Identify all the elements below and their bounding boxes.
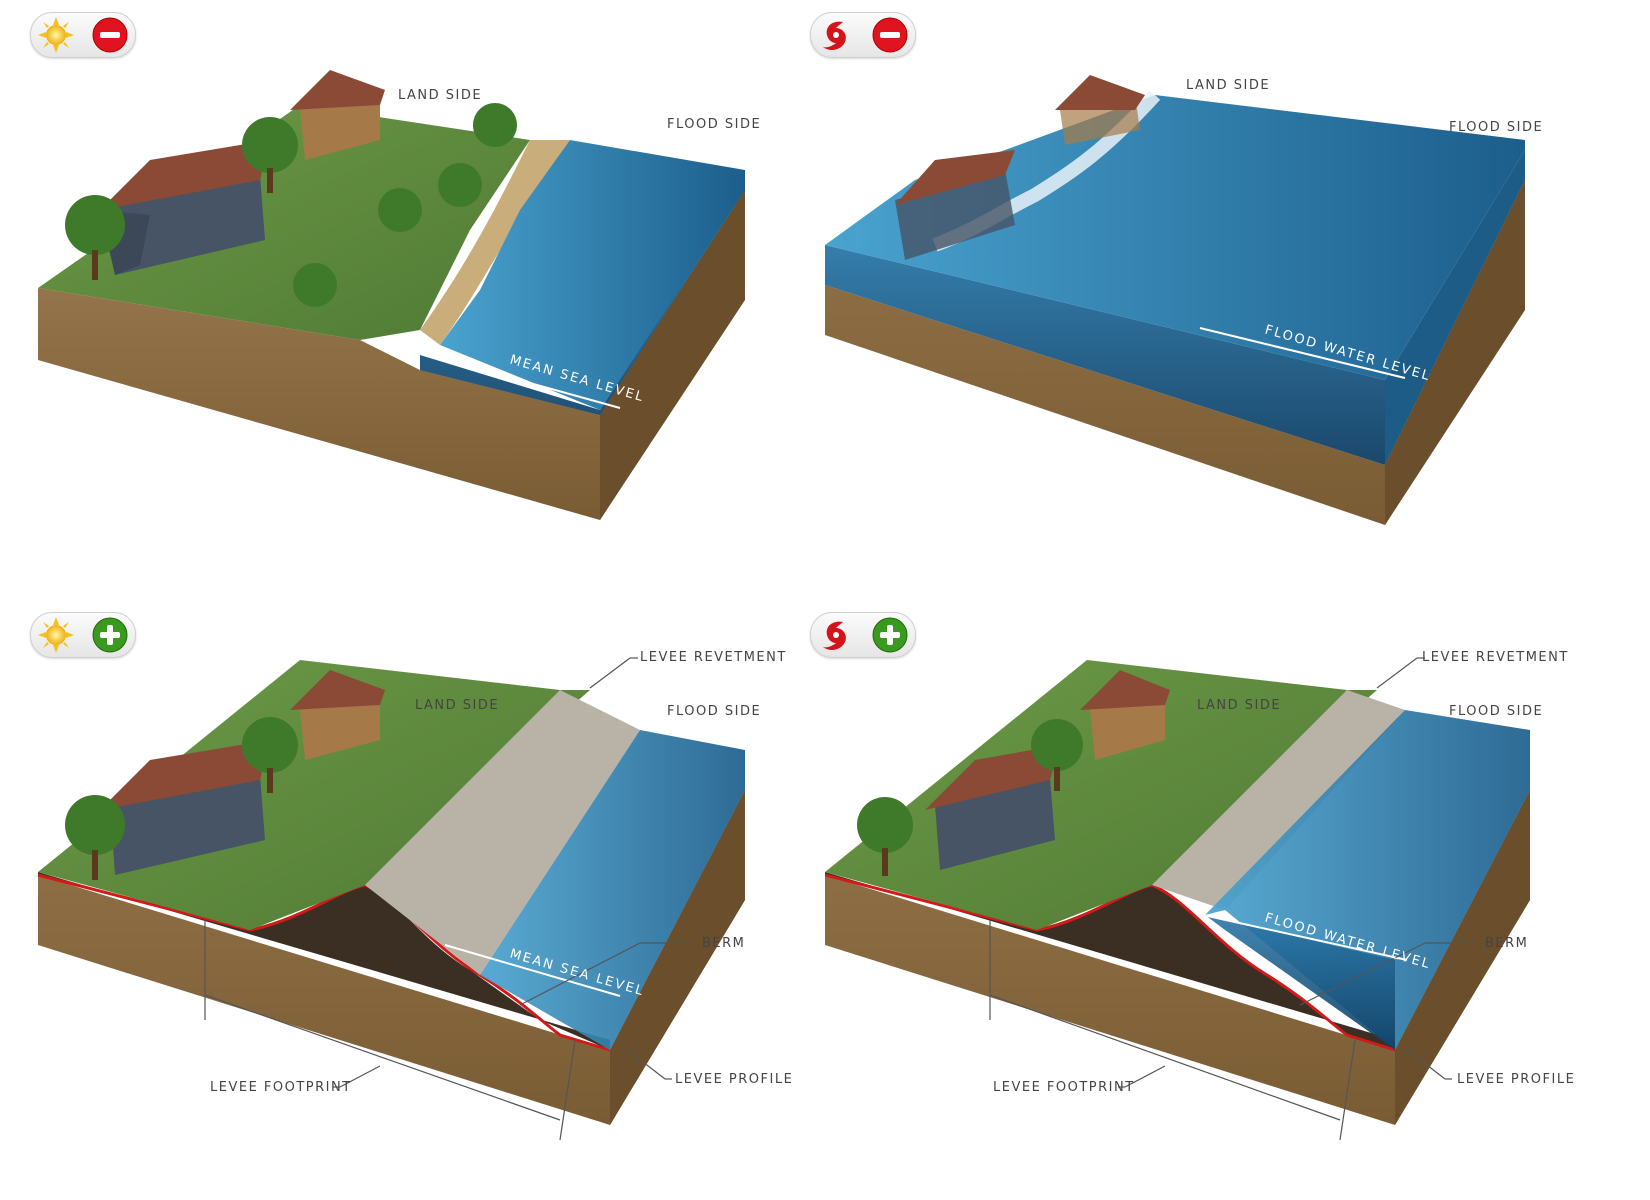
levee-revetment-slope (365, 690, 640, 975)
scenario-badge (810, 612, 916, 658)
soil-front-face (38, 288, 600, 520)
house (1080, 670, 1170, 760)
beach-strip (420, 140, 570, 345)
tree (65, 795, 125, 880)
tree (438, 163, 482, 207)
sun-icon (38, 617, 74, 653)
levee-footprint-label: LEVEE FOOTPRINT (210, 1080, 352, 1095)
land-side-label: LAND SIDE (1186, 78, 1271, 93)
plus-icon (872, 617, 908, 653)
tree (293, 263, 337, 307)
soil-front-face (38, 790, 745, 1125)
scenario-badge (30, 12, 136, 58)
soil-side-face (600, 190, 745, 520)
house (1055, 75, 1145, 145)
water-front-face (1205, 915, 1395, 1050)
soil-front-face (825, 790, 1530, 1125)
sea-level-line (444, 944, 621, 997)
panel-sunny-with-levee: LEVEE REVETMENT LAND SIDE FLOOD SIDE BER… (0, 600, 825, 1200)
water-surface (480, 730, 745, 1050)
soil-side-face (1395, 790, 1530, 1125)
water-side-face (1385, 150, 1525, 465)
flood-side-label: FLOOD SIDE (1449, 120, 1544, 135)
scene-sunny-with-levee (37, 657, 745, 1141)
scene-storm-no-levee (825, 75, 1525, 525)
land-side-label: LAND SIDE (1197, 698, 1282, 713)
tree (473, 103, 517, 147)
sun-icon (38, 17, 74, 53)
callout-lines (204, 657, 690, 1141)
scene-storm-with-levee (825, 657, 1530, 1141)
berm-label: BERM (702, 936, 746, 951)
panel-storm-no-levee: LAND SIDE FLOOD SIDE FLOOD WATER LEVEL (810, 0, 1650, 600)
hurricane-icon (823, 621, 846, 650)
levee-revetment-label: LEVEE REVETMENT (1422, 650, 1569, 665)
land-side-label: LAND SIDE (415, 698, 500, 713)
land-side-label: LAND SIDE (398, 88, 483, 103)
sea-level-line (417, 351, 621, 409)
plus-icon (92, 617, 128, 653)
tree (857, 797, 913, 876)
soil-side-face (1385, 180, 1525, 525)
grass-surface (38, 660, 590, 930)
levee-footprint-label: LEVEE FOOTPRINT (993, 1080, 1135, 1095)
house (290, 670, 385, 760)
flood-side-label: FLOOD SIDE (667, 704, 762, 719)
scene-sunny-no-levee (38, 70, 745, 520)
water-front-face (825, 245, 1385, 465)
scenario-badge (30, 612, 136, 658)
scenario-badge (810, 12, 916, 58)
grass-surface (38, 105, 530, 340)
house (100, 740, 270, 875)
panel-sunny-no-levee: LAND SIDE FLOOD SIDE MEAN SEA LEVEL (0, 0, 825, 600)
callout-lines (989, 657, 1475, 1141)
tree (242, 117, 298, 193)
house (100, 140, 270, 275)
house (290, 70, 385, 160)
soil-front-face (825, 180, 1525, 525)
panel-storm-with-levee: LEVEE REVETMENT LAND SIDE FLOOD SIDE BER… (810, 600, 1650, 1200)
flood-level-line (1202, 914, 1408, 961)
flood-level-line (1199, 327, 1406, 379)
tree (1031, 719, 1083, 791)
levee-revetment-slope (1152, 690, 1405, 910)
levee-profile-label: LEVEE PROFILE (1457, 1072, 1576, 1087)
water-surface (440, 140, 745, 410)
tree (242, 717, 298, 793)
berm-label: BERM (1485, 936, 1529, 951)
house (895, 150, 1015, 260)
flood-side-label: FLOOD SIDE (667, 117, 762, 132)
levee-core (825, 872, 1395, 1050)
minus-icon (872, 17, 908, 53)
tree (378, 188, 422, 232)
flood-side-label: FLOOD SIDE (1449, 704, 1544, 719)
levee-profile-line (825, 873, 1396, 1052)
hurricane-icon (823, 21, 846, 50)
tree (65, 195, 125, 280)
levee-revetment-label: LEVEE REVETMENT (640, 650, 787, 665)
flood-water-surface (1205, 710, 1530, 1050)
minus-icon (92, 17, 128, 53)
levee-profile-label: LEVEE PROFILE (675, 1072, 794, 1087)
soil-side-face (610, 790, 745, 1125)
house (925, 745, 1060, 870)
